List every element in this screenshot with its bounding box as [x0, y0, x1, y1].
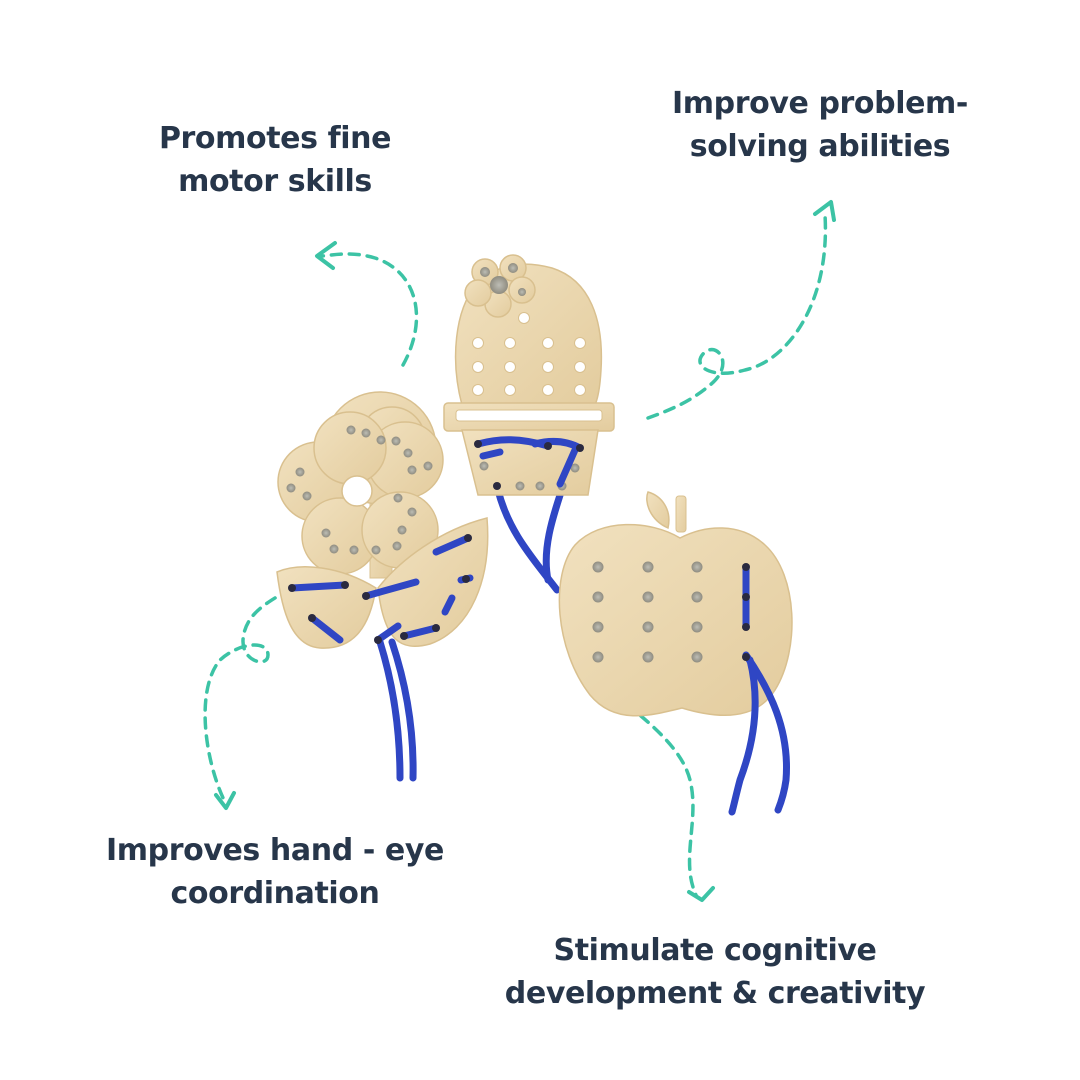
arrowhead-cognitive-icon	[687, 886, 715, 902]
feature-cognitive-line2: development & creativity	[504, 976, 926, 1011]
feature-hand-eye-line2: coordination	[170, 876, 380, 911]
arrow-hand-eye	[203, 586, 292, 802]
feature-cognitive-line1: Stimulate cognitive	[553, 933, 877, 968]
feature-fine-motor-line2: motor skills	[178, 164, 372, 199]
feature-cognitive-caption: Stimulate cognitive development & creati…	[470, 929, 960, 1015]
feature-hand-eye-line1: Improves hand - eye	[106, 833, 444, 868]
apple-lacing-board	[558, 491, 793, 816]
arrowhead-hand-eye-icon	[214, 791, 236, 810]
feature-problem-solving-line1: Improve problem-	[672, 86, 968, 121]
feature-problem-solving-line2: solving abilities	[689, 129, 951, 164]
feature-hand-eye-caption: Improves hand - eye coordination	[90, 829, 460, 915]
arrow-fine-motor	[320, 252, 419, 367]
feature-problem-solving-caption: Improve problem- solving abilities	[640, 82, 1000, 168]
flower-lacing-board	[276, 391, 489, 782]
feature-fine-motor-line1: Promotes fine	[158, 121, 392, 156]
arrowhead-fine-motor-icon	[315, 241, 337, 270]
feature-fine-motor-caption: Promotes fine motor skills	[120, 117, 430, 203]
arrowhead-problem-solving-icon	[813, 200, 836, 222]
arrow-problem-solving	[646, 213, 828, 420]
cactus-lacing-board	[443, 254, 615, 594]
